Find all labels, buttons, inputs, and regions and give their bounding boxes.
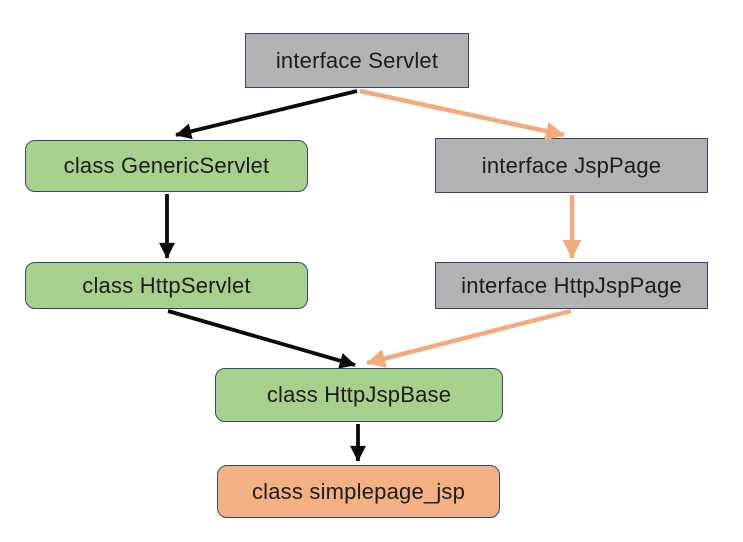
node-interface-servlet: interface Servlet <box>245 33 469 88</box>
node-label: class simplepage_jsp <box>251 478 466 504</box>
node-label: interface JspPage <box>481 152 662 178</box>
edge-servlet-to-jsppage <box>359 88 565 141</box>
node-class-simplepage-jsp: class simplepage_jsp <box>217 465 500 518</box>
node-label: class HttpJspBase <box>266 382 452 407</box>
node-class-httpservlet: class HttpServlet <box>25 262 308 309</box>
node-interface-jsppage: interface JspPage <box>435 138 708 193</box>
node-label: interface Servlet <box>275 47 439 73</box>
node-interface-httpjsppage: interface HttpJspPage <box>435 262 708 309</box>
node-label: class GenericServlet <box>63 153 270 178</box>
edge-servlet-to-genericservlet <box>175 89 358 140</box>
node-label: class HttpServlet <box>82 272 251 298</box>
node-label: interface HttpJspPage <box>461 272 682 298</box>
node-class-genericservlet: class GenericServlet <box>25 140 308 192</box>
node-class-httpjspbase: class HttpJspBase <box>215 368 503 422</box>
edge-httpservlet-to-httpjspbase <box>167 309 356 369</box>
edge-httpjsppage-to-httpjspbase <box>366 308 572 368</box>
